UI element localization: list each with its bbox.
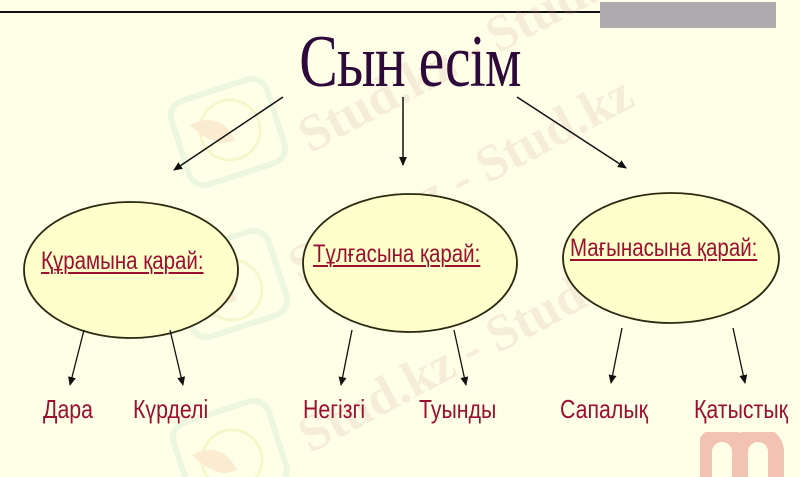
bird-logo-icon	[168, 75, 288, 189]
decorative-m-icon	[700, 432, 784, 477]
arrow-icon	[516, 96, 627, 169]
category-ellipse	[302, 193, 518, 333]
leaf-qualitative: Сапалық	[560, 394, 648, 424]
bird-logo-icon	[170, 397, 290, 477]
header-gray-bar	[600, 2, 776, 28]
category-label-composition: Құрамына қарай:	[41, 247, 204, 275]
category-ellipse	[562, 192, 780, 324]
category-ellipse	[23, 201, 239, 339]
arrow-icon	[732, 327, 748, 384]
arrow-icon	[338, 329, 353, 386]
arrow-icon	[169, 329, 186, 386]
category-label-form: Тұлғасына қарай:	[313, 240, 481, 268]
arrow-icon	[68, 329, 85, 386]
leaf-compound: Күрделі	[133, 394, 209, 424]
leaf-relative: Қатыстық	[694, 394, 788, 424]
leaf-simple: Дара	[43, 394, 94, 424]
arrow-icon	[173, 96, 284, 171]
header-rule	[0, 11, 775, 13]
arrow-icon	[453, 329, 469, 386]
arrow-icon	[608, 327, 623, 384]
leaf-root: Негізгі	[303, 394, 366, 424]
leaf-derived: Туынды	[419, 394, 497, 424]
category-label-meaning: Мағынасына қарай:	[570, 234, 758, 262]
page-title: Сын есім	[299, 21, 521, 103]
